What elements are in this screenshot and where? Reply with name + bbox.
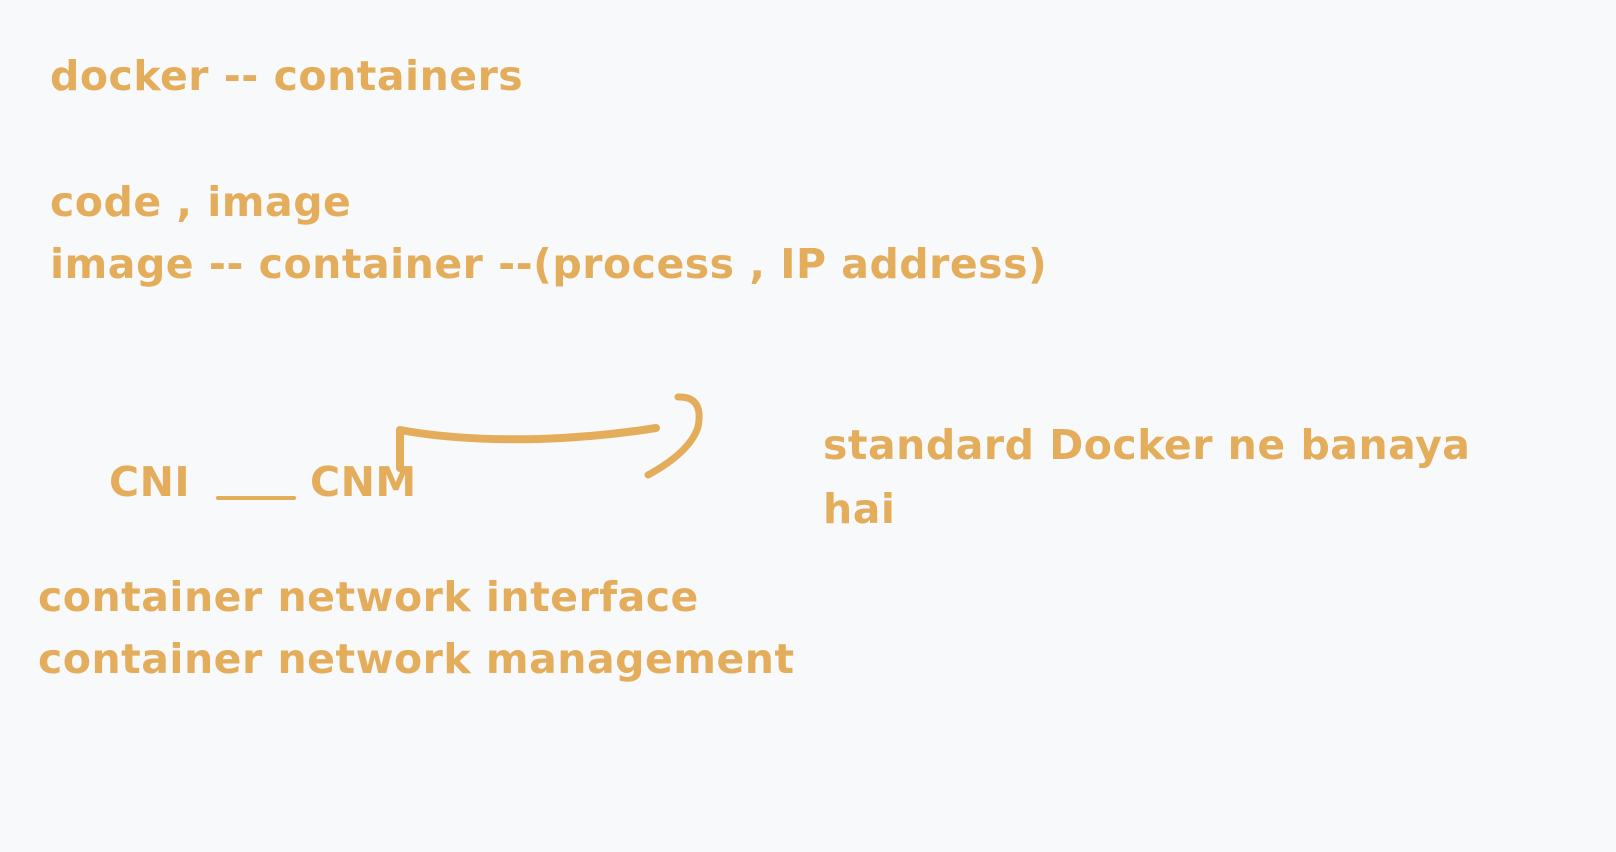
cni-label: CNI [109,458,191,506]
note-image-container-process: image -- container --(process , IP addre… [50,240,1048,288]
bracket-arrow [396,424,660,472]
cnm-label: CNM [310,458,417,506]
cni-full-form: container network interface [38,573,699,621]
bracket-hook [644,393,703,479]
standard-docker-note-line1: standard Docker ne banaya [823,421,1471,469]
standard-docker-note-line2: hai [823,485,896,533]
note-docker-containers: docker -- containers [50,52,524,100]
cnm-full-form: container network management [38,635,795,683]
note-code-image: code , image [50,178,352,226]
